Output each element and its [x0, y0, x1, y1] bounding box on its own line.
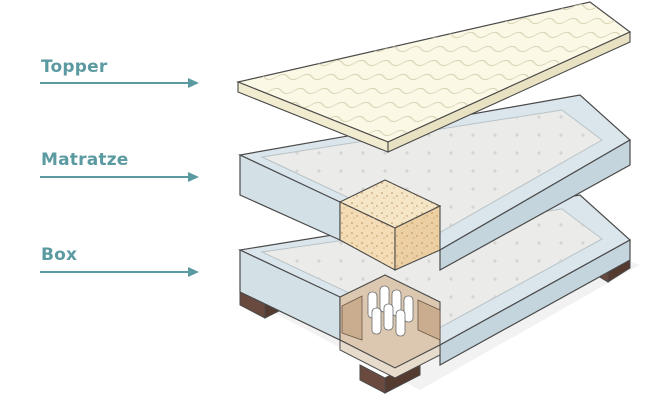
arrow-box: [40, 267, 199, 277]
topper-side-right: [387, 31, 631, 153]
box-layer: [238, 194, 632, 394]
box-side-right: [439, 238, 631, 367]
label-topper: Topper: [41, 57, 108, 77]
label-matratze: Matratze: [41, 150, 129, 170]
foam-core: [338, 179, 442, 271]
mattress-side-right: [439, 138, 631, 272]
label-box: Box: [41, 245, 78, 265]
arrow-matratze: [40, 172, 199, 182]
pocket-springs: [367, 285, 414, 337]
arrow-topper: [40, 78, 199, 88]
mattress-layer: [238, 94, 632, 272]
topper-layer: [235, 1, 632, 153]
